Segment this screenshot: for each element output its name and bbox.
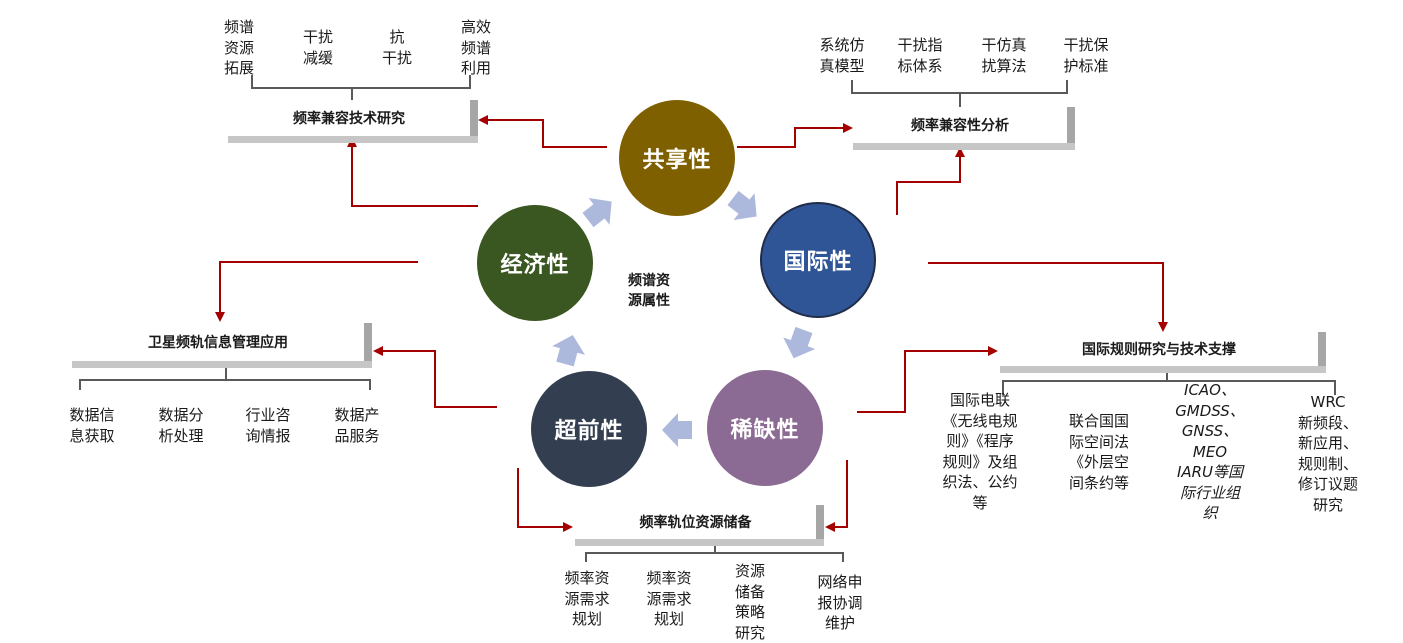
attribute-advance: 超前性 (531, 371, 647, 487)
intl-rules-item: WRC 新频段、 新应用、 规则制、 修订议题 研究 (1297, 393, 1359, 514)
cycle-arrow-international-to-scarcity (783, 326, 816, 359)
intl-rules-item: 国际电联 《无线电规 则》《程序 规则》及组 织法、公约 等 (942, 391, 1018, 512)
cycle-arrow-scarcity-to-advance (662, 413, 692, 447)
attribute-economic: 经济性 (477, 205, 593, 321)
connector-scarcity-to-intl-rules (857, 346, 998, 413)
satellite-info-item: 数据分 析处理 (158, 406, 204, 445)
cycle-arrow-advance-to-economic (552, 335, 586, 367)
satellite-info-item: 数据产 品服务 (334, 406, 380, 445)
box-compat-analysis: 频率兼容性分析 (853, 107, 1075, 150)
bracket-compat-tech (251, 75, 471, 100)
compat-tech-item: 高效 频谱 利用 (460, 18, 492, 77)
compat-analysis-item: 干扰保 护标准 (1063, 36, 1109, 75)
attribute-international: 国际性 (760, 202, 876, 318)
bracket-compat-analysis (851, 80, 1068, 107)
satellite-info-item: 行业咨 询情报 (245, 406, 291, 445)
box-satellite-info: 卫星频轨信息管理应用 (72, 323, 372, 368)
orbit-reserve-item: 频率资 源需求 规划 (564, 569, 610, 628)
compat-tech-item: 干扰 减缓 (302, 28, 334, 67)
compat-tech-item: 频谱 资源 拓展 (223, 18, 255, 77)
center-label: 频谱资 源属性 (628, 273, 670, 309)
connector-advance-to-orbit-reserve (517, 468, 573, 532)
compat-analysis-item: 干仿真 扰算法 (981, 36, 1027, 75)
attribute-scarcity: 稀缺性 (707, 370, 823, 486)
box-orbit-reserve: 频率轨位资源储备 (575, 505, 824, 546)
compat-analysis-item: 干扰指 标体系 (897, 36, 943, 75)
connector-advance-to-satellite-info (373, 346, 497, 408)
bracket-orbit-reserve (585, 545, 844, 562)
compat-analysis-item: 系统仿 真模型 (819, 36, 865, 75)
connector-economic-to-compat-tech (347, 137, 478, 207)
cycle-arrow-sharing-to-international (727, 190, 757, 221)
orbit-reserve-item: 频率资 源需求 规划 (646, 569, 692, 628)
compat-tech-item: 抗 干扰 (381, 28, 413, 67)
intl-rules-item: ICAO、 GMDSS、 GNSS、 MEO IARU等国 际行业组 织 (1175, 381, 1245, 522)
intl-rules-item: 联合国国 际空间法 《外层空 间条约等 (1068, 412, 1130, 492)
bracket-satellite-info (79, 368, 371, 390)
cycle-arrow-economic-to-sharing (582, 197, 612, 228)
connector-international-to-intl-rules (928, 262, 1168, 332)
connector-international-to-compat-analysis (896, 147, 965, 215)
bracket-intl-rules (1002, 372, 1336, 395)
orbit-reserve-item: 网络申 报协调 维护 (817, 573, 863, 632)
box-compat-tech: 频率兼容技术研究 (228, 100, 478, 143)
box-intl-rules: 国际规则研究与技术支撑 (1000, 332, 1326, 373)
attribute-sharing: 共享性 (619, 100, 735, 216)
connector-scarcity-to-orbit-reserve (825, 460, 848, 532)
connector-sharing-to-compat-tech (478, 115, 607, 148)
connector-sharing-to-compat-analysis (737, 123, 853, 148)
satellite-info-item: 数据信 息获取 (69, 406, 115, 445)
connector-economic-to-satellite-info (215, 261, 418, 322)
orbit-reserve-item: 资源 储备 策略 研究 (734, 562, 766, 642)
